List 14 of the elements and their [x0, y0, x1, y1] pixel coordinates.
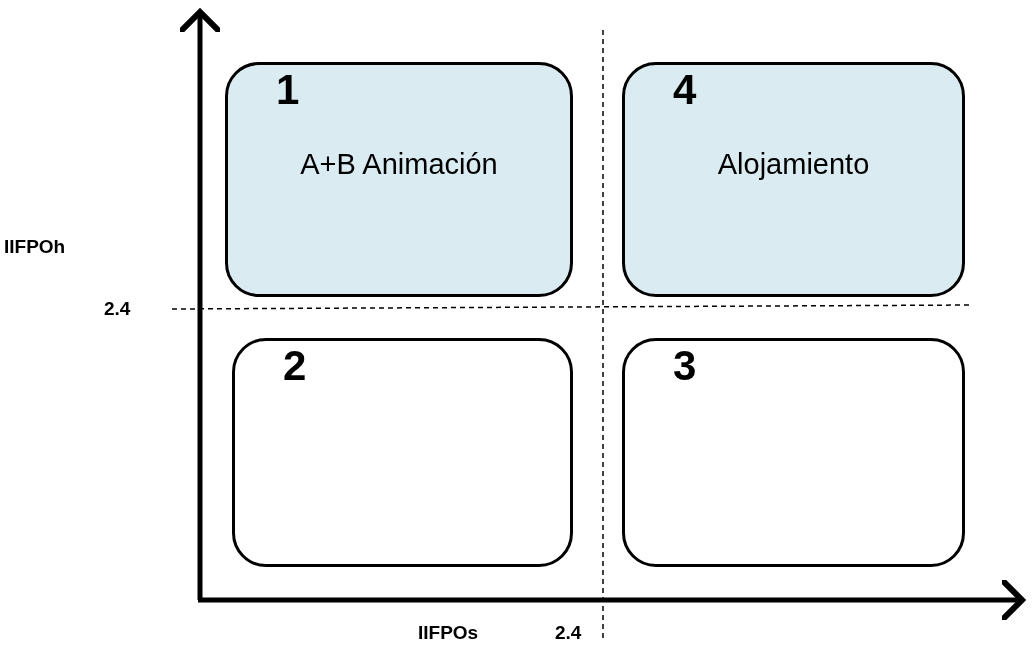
quadrant-box	[232, 338, 573, 567]
quadrant-box	[622, 338, 965, 567]
quadrant-number: 4	[673, 69, 697, 111]
quadrant-number: 2	[283, 345, 307, 387]
quadrant-label: Alojamiento	[716, 147, 871, 182]
quadrant-label: A+B Animación	[299, 147, 499, 182]
quadrant-number: 1	[276, 69, 300, 111]
axis-title: IIFPOh	[4, 236, 66, 258]
threshold-value: 2.4	[104, 298, 131, 320]
axis-title: IIFPOs	[418, 622, 479, 644]
threshold-value: 2.4	[555, 622, 582, 644]
quadrant-number: 3	[673, 345, 697, 387]
quadrant-box	[622, 62, 965, 297]
quadrant-box	[225, 62, 573, 297]
